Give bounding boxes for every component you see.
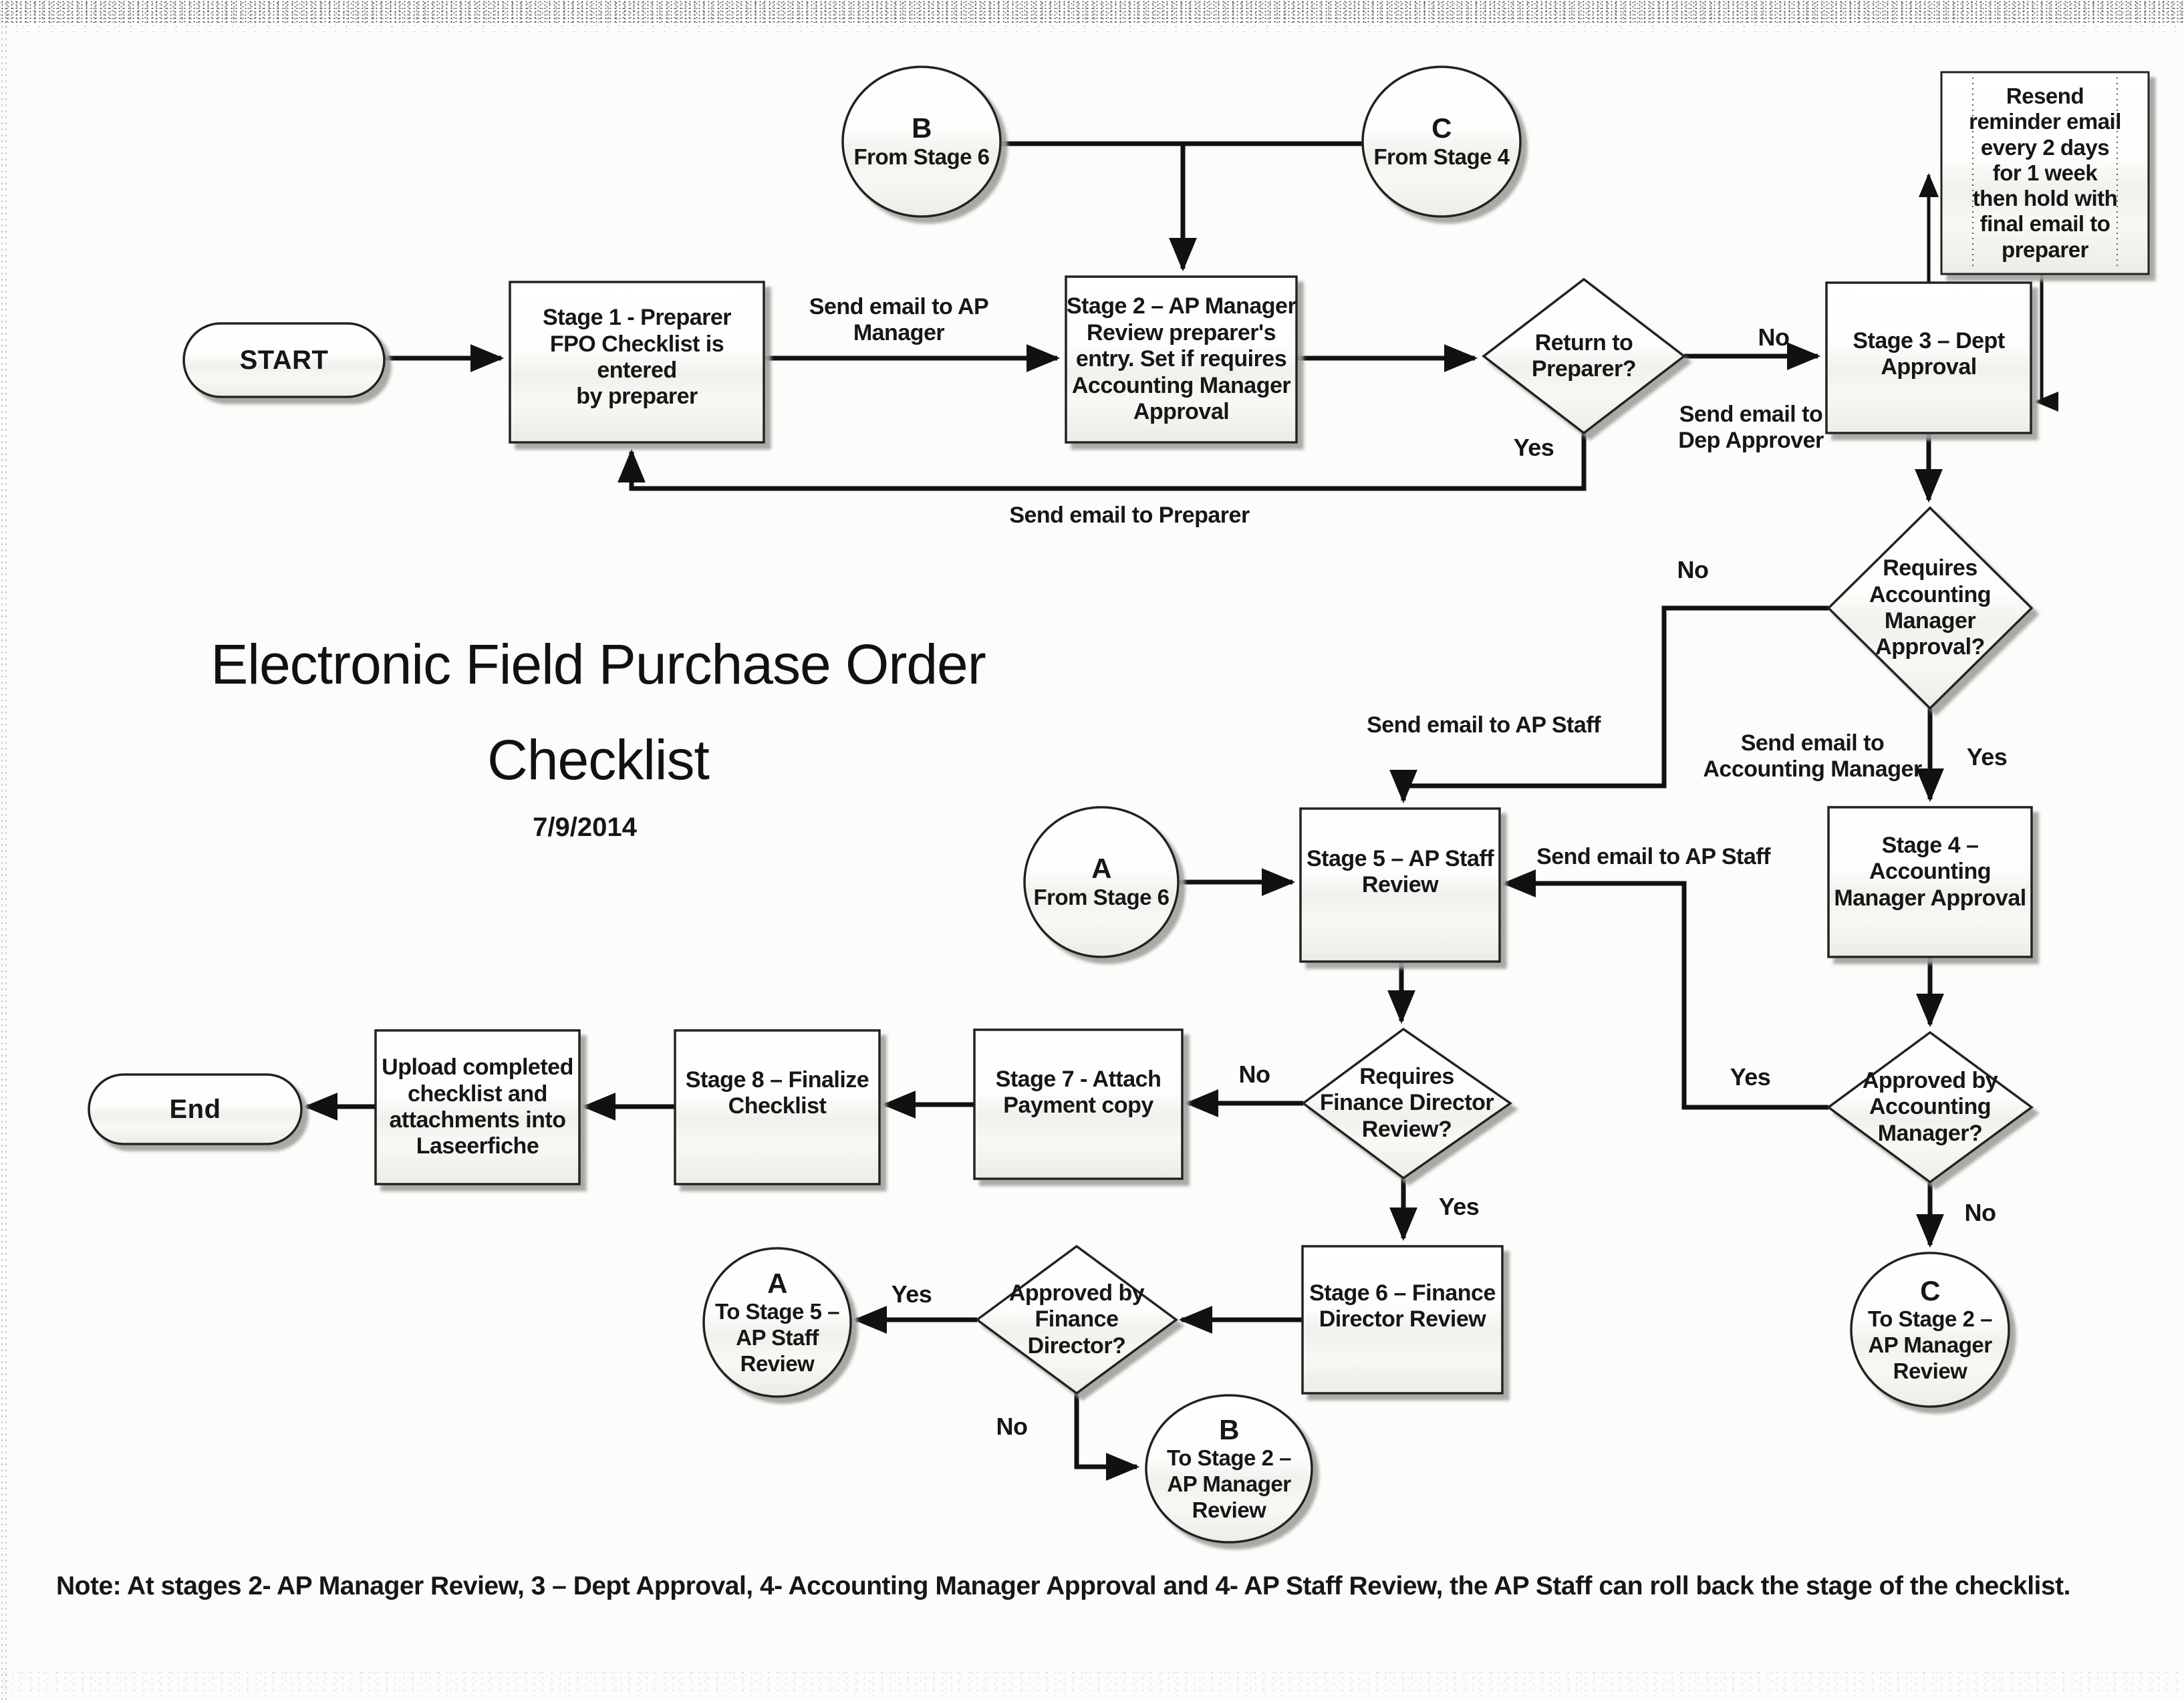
upload-label: Upload completed checklist and attachmen… — [382, 1054, 573, 1159]
requires-am-decision-shape — [1826, 506, 2034, 710]
stage4-box-shape — [1827, 806, 2033, 958]
stage2-label: Stage 2 – AP Manager Review preparer's e… — [1066, 293, 1296, 425]
end-terminator-shape — [88, 1073, 303, 1145]
label-requires-am-yes: Yes — [1966, 743, 2008, 771]
edge-resend-to-stage3 — [2034, 274, 2058, 412]
circle-a-to-stage5-label: A To Stage 5 – AP Staff Review — [704, 1251, 851, 1394]
stage5-box-shape — [1299, 807, 1501, 963]
end-terminator-label: End — [169, 1094, 221, 1124]
resend-reminder-box-shape — [1940, 71, 2150, 275]
circle-b-to2-caption: To Stage 2 – AP Manager Review — [1167, 1445, 1291, 1522]
label-approved-fd-no: No — [996, 1413, 1029, 1441]
page-title-line2: Checklist — [487, 728, 710, 791]
circle-a-to5-caption: To Stage 5 – AP Staff Review — [715, 1298, 839, 1376]
circle-c-top-caption: From Stage 4 — [1373, 144, 1510, 169]
stage8-box-shape — [674, 1029, 881, 1185]
label-requires-am-no: No — [1677, 556, 1710, 584]
start-terminator-label: START — [239, 345, 329, 375]
return-decision-label: Return to Preparer? — [1531, 329, 1637, 382]
stage7-label: Stage 7 - Attach Payment copy — [995, 1066, 1162, 1118]
circle-b-to-stage2-label: B To Stage 2 – AP Manager Review — [1146, 1398, 1312, 1540]
shapes — [88, 65, 2150, 1544]
label-send-email-preparer: Send email to Preparer — [1009, 503, 1250, 529]
scan-noise-top-fade — [0, 23, 2184, 32]
footnote: Note: At stages 2- AP Manager Review, 3 … — [56, 1572, 2070, 1600]
circle-c-top-label: C From Stage 4 — [1363, 69, 1520, 214]
circle-b-to2-letter: B — [1219, 1413, 1239, 1445]
requires-fd-decision-shape — [1301, 1027, 1513, 1180]
resend-reminder-label: Resend reminder email every 2 days for 1… — [1969, 84, 2121, 262]
circle-b-top-caption: From Stage 6 — [853, 144, 990, 169]
stage7-box-shape — [973, 1028, 1184, 1180]
circle-c-to2-letter: C — [1920, 1274, 1940, 1306]
start-terminator-shape — [182, 322, 386, 398]
edge-approved-am-yes-to-stage5 — [1502, 869, 1828, 1110]
approved-fd-decision-shape — [975, 1244, 1178, 1395]
scan-noise-bottom — [0, 1669, 2184, 1696]
scan-noise-top — [0, 0, 2184, 23]
label-send-email-accounting-manager: Send email to Accounting Manager — [1703, 730, 1922, 782]
requires-fd-decision-label: Requires Finance Director Review? — [1319, 1063, 1494, 1142]
requires-am-decision-label: Requires Accounting Manager Approval? — [1869, 555, 1991, 660]
circle-a-to-stage5-shape — [702, 1247, 852, 1398]
circle-b-top-label: B From Stage 6 — [843, 69, 1000, 214]
circle-a-from6-letter: A — [1091, 853, 1111, 885]
edge-return-yes-to-stage1 — [618, 433, 1587, 491]
stage3-label: Stage 3 – Dept Approval — [1853, 327, 2005, 380]
circle-c-to-stage2-shape — [1850, 1252, 2010, 1408]
label-return-yes: Yes — [1513, 434, 1554, 462]
page-title: Electronic Field Purchase Order Checklis… — [157, 632, 1039, 793]
stage1-label: Stage 1 - Preparer FPO Checklist is ente… — [542, 305, 732, 410]
circle-a-from-stage6-label: A From Stage 6 — [1025, 810, 1178, 954]
label-send-email-ap-manager: Send email to AP Manager — [809, 293, 989, 345]
label-requires-fd-yes: Yes — [1438, 1193, 1480, 1221]
return-decision-shape — [1482, 277, 1686, 435]
circle-a-from6-caption: From Stage 6 — [1033, 884, 1170, 909]
page-title-line1: Electronic Field Purchase Order — [211, 633, 986, 696]
label-approved-fd-yes: Yes — [891, 1280, 932, 1308]
stage3-box-shape — [1825, 281, 2032, 434]
circle-c-top-letter: C — [1431, 112, 1452, 144]
circle-c-to-stage2-label: C To Stage 2 – AP Manager Review — [1851, 1256, 2009, 1403]
connectors — [303, 141, 2058, 1481]
page-date: 7/9/2014 — [533, 813, 637, 842]
circle-c-top-shape — [1361, 65, 1522, 218]
label-approved-am-no: No — [1964, 1199, 1997, 1227]
stage8-label: Stage 8 – Finalize Checklist — [685, 1067, 869, 1119]
stage4-label: Stage 4 – Accounting Manager Approval — [1834, 832, 2026, 911]
label-send-email-ap-staff-yes-path: Send email to AP Staff — [1536, 844, 1770, 870]
label-return-no: No — [1758, 323, 1790, 351]
scan-noise-left — [0, 0, 9, 1700]
circle-c-to2-caption: To Stage 2 – AP Manager Review — [1868, 1306, 1992, 1383]
stage1-box-shape — [509, 281, 765, 444]
edge-requires-am-no-to-stage5 — [1389, 605, 1828, 804]
label-send-email-dep-approver: Send email to Dep Approver — [1678, 401, 1824, 453]
stage6-label: Stage 6 – Finance Director Review — [1309, 1280, 1496, 1332]
upload-box-shape — [374, 1029, 581, 1185]
edge-approved-fd-no-to-circleB — [1074, 1393, 1140, 1481]
circle-a-from-stage6-shape — [1023, 806, 1180, 958]
approved-fd-decision-label: Approved by Finance Director? — [1008, 1280, 1145, 1359]
stage2-box-shape — [1065, 275, 1298, 444]
label-send-email-ap-staff-no-path: Send email to AP Staff — [1367, 712, 1601, 738]
approved-am-decision-label: Approved by Accounting Manager? — [1862, 1067, 1998, 1146]
circle-a-to5-letter: A — [767, 1267, 787, 1299]
stage6-box-shape — [1301, 1245, 1504, 1395]
circle-b-top-letter: B — [912, 112, 932, 144]
circle-b-to-stage2-shape — [1145, 1394, 1313, 1544]
stage5-label: Stage 5 – AP Staff Review — [1306, 845, 1494, 897]
label-approved-am-yes: Yes — [1730, 1063, 1771, 1091]
approved-am-decision-shape — [1826, 1030, 2034, 1184]
circle-b-top-shape — [841, 65, 1002, 218]
label-requires-fd-no: No — [1238, 1060, 1271, 1089]
